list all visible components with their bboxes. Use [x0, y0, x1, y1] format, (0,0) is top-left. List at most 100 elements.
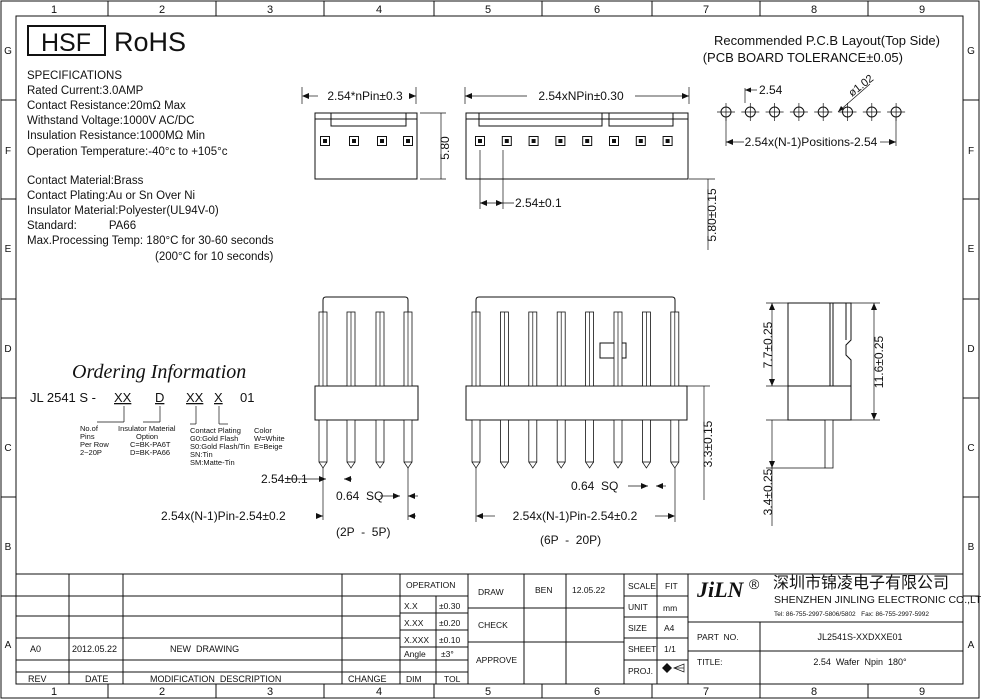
ordering-part-suffix: 01 — [240, 390, 254, 405]
row-label-g: G — [4, 46, 12, 57]
side-height-77: 7.7±0.25 — [761, 321, 775, 368]
tol-value: ±3° — [441, 649, 454, 659]
ordering-part-pins: XX — [114, 390, 132, 405]
pin-square-icon — [635, 136, 646, 146]
pin-tip — [500, 461, 509, 469]
pin-tip — [403, 461, 413, 469]
column-labels: 1 2 3 4 5 6 7 8 9 1 2 3 4 5 6 7 8 9 — [51, 1, 925, 698]
pcb-layout-tolerance: (PCB BOARD TOLERANCE±0.05) — [703, 50, 903, 65]
spec-line: Withstand Voltage:1000V AC/DC — [27, 115, 195, 127]
date-value: 2012.05.22 — [72, 644, 117, 654]
hsf-box — [27, 25, 106, 56]
pin-tip — [318, 461, 328, 469]
pin-square-core-icon — [558, 139, 563, 143]
legend-pins: Pins — [80, 432, 95, 441]
row-label-d-right: D — [967, 344, 974, 355]
spec-line: Operation Temperature:-40°c to +105°c — [27, 146, 228, 158]
pin-lower — [499, 419, 509, 463]
legend-insulator: C=BK-PA6T — [130, 440, 171, 449]
col-label-1: 1 — [51, 4, 57, 16]
sheet-value: 1/1 — [664, 644, 676, 654]
row-label-e: E — [5, 244, 12, 255]
ordering-part-insulator: D — [155, 390, 164, 405]
pin-lower — [585, 419, 594, 463]
legend-plating: S0:Gold Flash/Tin — [190, 442, 250, 451]
spec-line: Contact Resistance:20mΩ Max — [27, 100, 186, 112]
tol-value: ±0.20 — [439, 618, 460, 628]
operation-label: OPERATION — [406, 580, 455, 590]
material-line: Contact Material:Brass — [27, 175, 144, 187]
pin-square-icon — [403, 136, 413, 146]
col-label-8: 8 — [811, 4, 817, 16]
top-large-pitch: 2.54±0.1 — [515, 196, 562, 210]
date-header: DATE — [85, 674, 108, 684]
description-header: MODIFICATION DESCRIPTION — [150, 674, 281, 684]
pin-square-icon — [320, 136, 330, 146]
top-large-height: 5.80±0.15 — [705, 188, 719, 242]
col-label-3-bottom: 3 — [267, 686, 273, 698]
side-height-34: 3.4±0.25 — [761, 468, 775, 515]
col-label-2-bottom: 2 — [159, 686, 165, 698]
row-label-c-right: C — [967, 443, 974, 454]
col-label-3: 3 — [267, 4, 273, 16]
pin-tip — [375, 461, 385, 469]
pin-lower — [613, 419, 623, 463]
pin-tip — [346, 461, 356, 469]
pin-square-icon — [501, 136, 512, 146]
tol-key: X.XX — [404, 618, 424, 628]
hsf-mark: HSF — [41, 29, 91, 57]
pcb-hole-diameter: ø1.02 — [846, 73, 876, 100]
pin-square-icon — [528, 136, 539, 146]
legend-pins: No.of — [80, 424, 99, 433]
col-label-1-bottom: 1 — [51, 686, 57, 698]
projection-symbol-icon — [662, 663, 685, 673]
pcb-layout-title: Recommended P.C.B Layout(Top Side) — [714, 33, 940, 48]
col-label-6: 6 — [594, 4, 600, 16]
col-label-9: 9 — [919, 4, 925, 16]
front-small-range: (2P - 5P) — [336, 525, 390, 539]
ordering-prefix: JL 2541 S - — [30, 390, 96, 405]
scale-label: SCALE — [628, 581, 656, 591]
col-label-6-bottom: 6 — [594, 686, 600, 698]
row-label-e-right: E — [968, 244, 975, 255]
front-large-span: 2.54x(N-1)Pin-2.54±0.2 — [513, 509, 638, 523]
material-line: Insulator Material:Polyester(UL94V-0) — [27, 205, 219, 217]
col-label-4-bottom: 4 — [376, 686, 382, 698]
unit-label: UNIT — [628, 602, 648, 612]
row-label-c: C — [4, 443, 11, 454]
col-label-2: 2 — [159, 4, 165, 16]
col-label-5: 5 — [485, 4, 491, 16]
legend-plating: SM:Matte-Tin — [190, 458, 235, 467]
pin-square-core-icon — [504, 139, 509, 143]
tol-label: TOL — [444, 674, 461, 684]
tol-key: Angle — [404, 649, 426, 659]
tol-value: ±0.30 — [439, 601, 460, 611]
title-label: TITLE: — [697, 657, 723, 667]
row-label-b-right: B — [968, 542, 975, 553]
pin-square-core-icon — [531, 139, 536, 143]
legend-color: W=White — [254, 434, 285, 443]
draw-label: DRAW — [478, 587, 504, 597]
description-value: NEW DRAWING — [170, 644, 239, 654]
pin-tip — [670, 461, 680, 469]
row-label-b: B — [5, 542, 12, 553]
pin-square-core-icon — [323, 139, 327, 143]
legend-pins: 2~20P — [80, 448, 102, 457]
legend-plating: SN:Tin — [190, 450, 213, 459]
pin-lower — [403, 419, 413, 463]
col-label-7-bottom: 7 — [703, 686, 709, 698]
drawer-value: BEN — [535, 585, 552, 595]
material-line: Max.Processing Temp: 180°C for 30-60 sec… — [27, 235, 274, 247]
material-line: Contact Plating:Au or Sn Over Ni — [27, 190, 195, 202]
pin-square-icon — [609, 136, 619, 146]
check-label: CHECK — [478, 620, 508, 630]
col-label-9-bottom: 9 — [919, 686, 925, 698]
top-view-small: 2.54*nPin±0.3 5.80 — [301, 87, 452, 180]
front-small-pitch: 2.54±0.1 — [261, 472, 308, 486]
front-small-span: 2.54x(N-1)Pin-2.54±0.2 — [161, 509, 286, 523]
top-large-width: 2.54xNPin±0.30 — [538, 89, 624, 103]
tol-value: ±0.10 — [439, 635, 460, 645]
pin-square-icon — [377, 136, 387, 146]
col-label-4: 4 — [376, 4, 382, 16]
legend-insulator: Option — [136, 432, 158, 441]
